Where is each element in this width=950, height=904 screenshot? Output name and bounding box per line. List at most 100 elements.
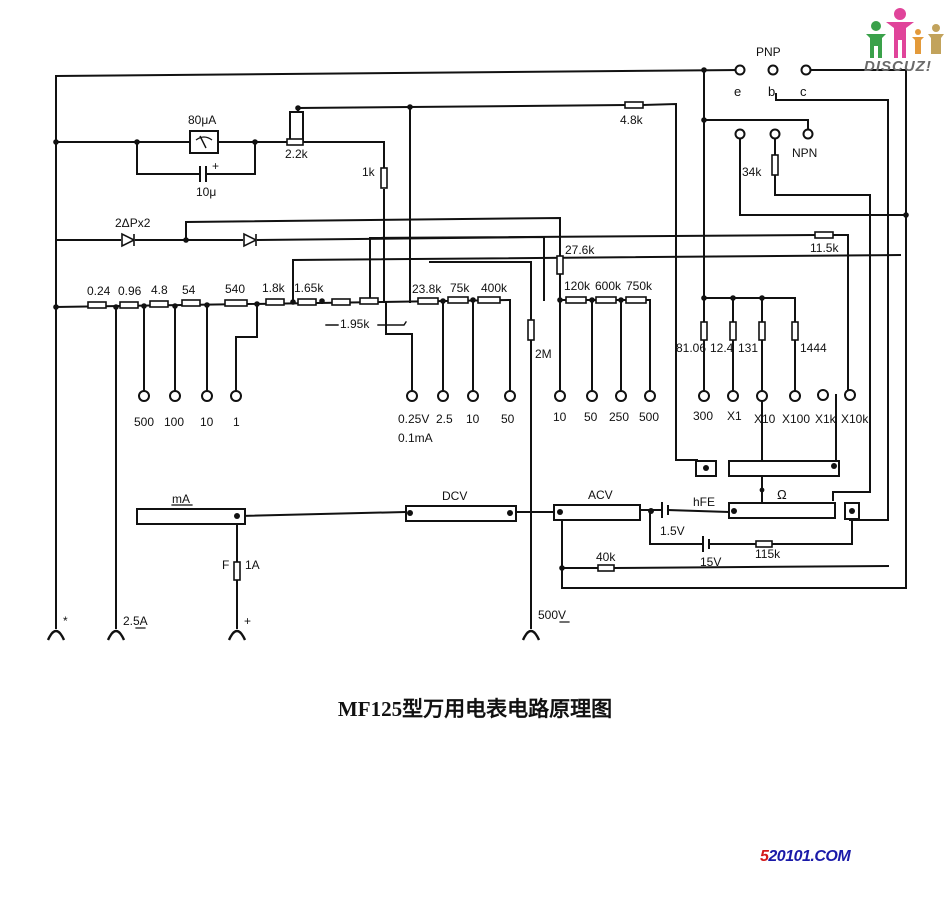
terminal-ohm-x1[interactable] [727, 390, 739, 402]
junctions [53, 67, 909, 571]
fuse-1a [233, 561, 241, 581]
terminal-dcv-50[interactable] [504, 390, 516, 402]
label-acv-range: 500 [639, 410, 659, 424]
site-watermark: 520101.COM [760, 848, 851, 866]
label-shunt: 0.96 [118, 284, 142, 298]
label-ma-range: 10 [200, 415, 214, 429]
site-watermark-rest: 20101.COM [768, 848, 851, 865]
terminal-acv-500[interactable] [644, 390, 656, 402]
terminal-ohm-x100[interactable] [789, 390, 801, 402]
label-dcv-range: 10 [466, 412, 480, 426]
label-ohm-range: X1k [815, 412, 837, 426]
label-dcv-resistor: 400k [481, 281, 508, 295]
label-ohm-resistor: 1444 [800, 341, 827, 355]
label-ohm-resistor: 131 [738, 341, 758, 355]
socket-pnp-c[interactable] [800, 64, 812, 76]
resistor-0-24 [87, 301, 107, 309]
label-ma-range: 100 [164, 415, 184, 429]
jack-positive[interactable] [227, 629, 247, 641]
label-switch-ma: mA [172, 492, 190, 506]
resistor-1-95k-a [331, 298, 351, 306]
resistor-4-8k-top [624, 101, 644, 109]
terminal-dcv-0-25[interactable] [406, 390, 418, 402]
discuz-logo-text: DISCUZ! [864, 58, 932, 75]
resistor-1-65k [297, 298, 317, 306]
resistor-115k [755, 540, 773, 548]
label-jack-positive: + [244, 614, 251, 628]
label-11-5k: 11.5k [810, 241, 839, 255]
label-fuse: F [222, 558, 229, 572]
resistor-54 [181, 299, 201, 307]
label-shunt: 0.24 [87, 284, 111, 298]
socket-pnp-e[interactable] [734, 64, 746, 76]
jack-common[interactable] [46, 629, 66, 641]
potentiometer-2-2k [286, 138, 304, 146]
jack-500v[interactable] [521, 629, 541, 641]
label-switch-hfe: hFE [693, 495, 715, 509]
resistor-81-06 [700, 321, 708, 341]
terminal-acv-50[interactable] [586, 390, 598, 402]
label-2m: 2M [535, 347, 552, 361]
label-dcv-resistor: 23.8k [412, 282, 442, 296]
terminal-ma-500[interactable] [138, 390, 150, 402]
label-dcv-range-sub: 0.1mA [398, 431, 433, 445]
label-jack-2-5a: 2.5A [123, 614, 148, 628]
label-acv-range: 250 [609, 410, 629, 424]
label-ohm-range: X10k [841, 412, 869, 426]
socket-npn-c[interactable] [802, 128, 814, 140]
label-shunt: 54 [182, 283, 196, 297]
terminal-acv-250[interactable] [615, 390, 627, 402]
labels: 80μA 10μ + 2.2k 1k 4.8k 2ΔPx2 27.6k 11.5… [63, 45, 869, 629]
terminal-ohm-x10[interactable] [756, 390, 768, 402]
label-fuse-rating: 1A [245, 558, 260, 572]
range-terminals [138, 64, 856, 402]
socket-npn-b[interactable] [769, 128, 781, 140]
resistor-540 [224, 299, 248, 307]
terminal-ohm-x1k[interactable] [817, 389, 829, 401]
socket-pnp-b[interactable] [767, 64, 779, 76]
terminal-ma-10[interactable] [201, 390, 213, 402]
terminal-dcv-10[interactable] [467, 390, 479, 402]
label-dcv-range: 2.5 [436, 412, 453, 426]
battery-1-5v [661, 502, 669, 518]
terminal-acv-10[interactable] [554, 390, 566, 402]
switch-acv[interactable] [553, 504, 641, 521]
terminal-dcv-2-5[interactable] [437, 390, 449, 402]
terminal-ma-100[interactable] [169, 390, 181, 402]
capacitor-10u [199, 166, 207, 182]
switch-dcv[interactable] [405, 505, 517, 522]
components [121, 130, 710, 552]
figure-icon [866, 8, 944, 58]
label-jack-500v: 500V [538, 608, 566, 622]
terminal-ohm-300[interactable] [698, 390, 710, 402]
label-switch-acv: ACV [588, 488, 613, 502]
socket-npn-e[interactable] [734, 128, 746, 140]
resistor-27-6k [556, 255, 564, 275]
resistor-120k [565, 296, 587, 304]
label-acv-range: 50 [584, 410, 598, 424]
label-40k: 40k [596, 550, 616, 564]
diode-2 [243, 232, 258, 248]
label-ma-range: 1 [233, 415, 240, 429]
resistor-40k [597, 564, 615, 572]
terminal-ohm-x10k[interactable] [844, 389, 856, 401]
jack-2-5a[interactable] [106, 629, 126, 641]
label-ma-range: 500 [134, 415, 154, 429]
label-ohm-range: X10 [754, 412, 776, 426]
resistor-75k [447, 296, 469, 304]
label-acv-range: 10 [553, 410, 567, 424]
terminal-ma-1[interactable] [230, 390, 242, 402]
label-acv-resistor: 600k [595, 279, 622, 293]
switch-ohm-upper[interactable] [728, 460, 840, 477]
meter-80ua [189, 130, 219, 154]
diode-1 [121, 232, 136, 248]
switch-ohm[interactable] [728, 502, 836, 519]
label-ohm-range: 300 [693, 409, 713, 423]
label-shunt: 540 [225, 282, 245, 296]
wiring [54, 68, 907, 629]
label-34k: 34k [742, 165, 762, 179]
site-watermark-first: 5 [760, 848, 769, 865]
label-pin-b: b [768, 84, 775, 99]
label-ohm-range: X1 [727, 409, 742, 423]
switch-ma[interactable] [136, 508, 246, 525]
